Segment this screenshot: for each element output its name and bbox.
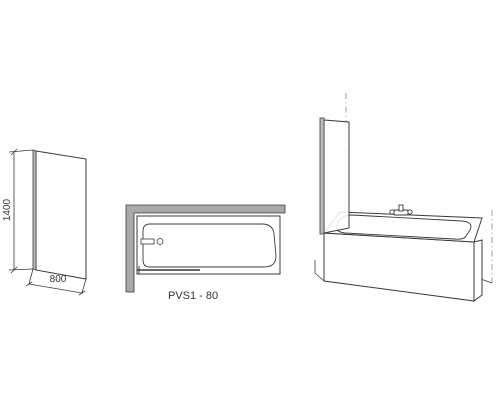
- height-dimension: [8, 148, 34, 274]
- height-dimension-label: 1400: [2, 198, 13, 221]
- screen-panel-edge: [32, 149, 37, 271]
- tap-symbol: [140, 238, 164, 245]
- faucet-icon: [389, 204, 413, 216]
- glass-screen: [323, 119, 350, 234]
- perspective-view: [314, 93, 493, 302]
- screen-panel-front: [35, 150, 87, 280]
- bathtub-side: [473, 239, 483, 302]
- width-dimension-label: 800: [50, 274, 67, 285]
- bathtub-basin: [142, 223, 277, 268]
- wall-section: [125, 204, 286, 293]
- plan-view: PVS1 - 80: [125, 204, 286, 302]
- elevation-view: 1400 800: [2, 148, 87, 296]
- width-dimension: [25, 268, 87, 296]
- wall-profile: [319, 117, 325, 235]
- bathtub-front: [323, 232, 475, 302]
- model-label: PVS1 - 80: [168, 290, 218, 302]
